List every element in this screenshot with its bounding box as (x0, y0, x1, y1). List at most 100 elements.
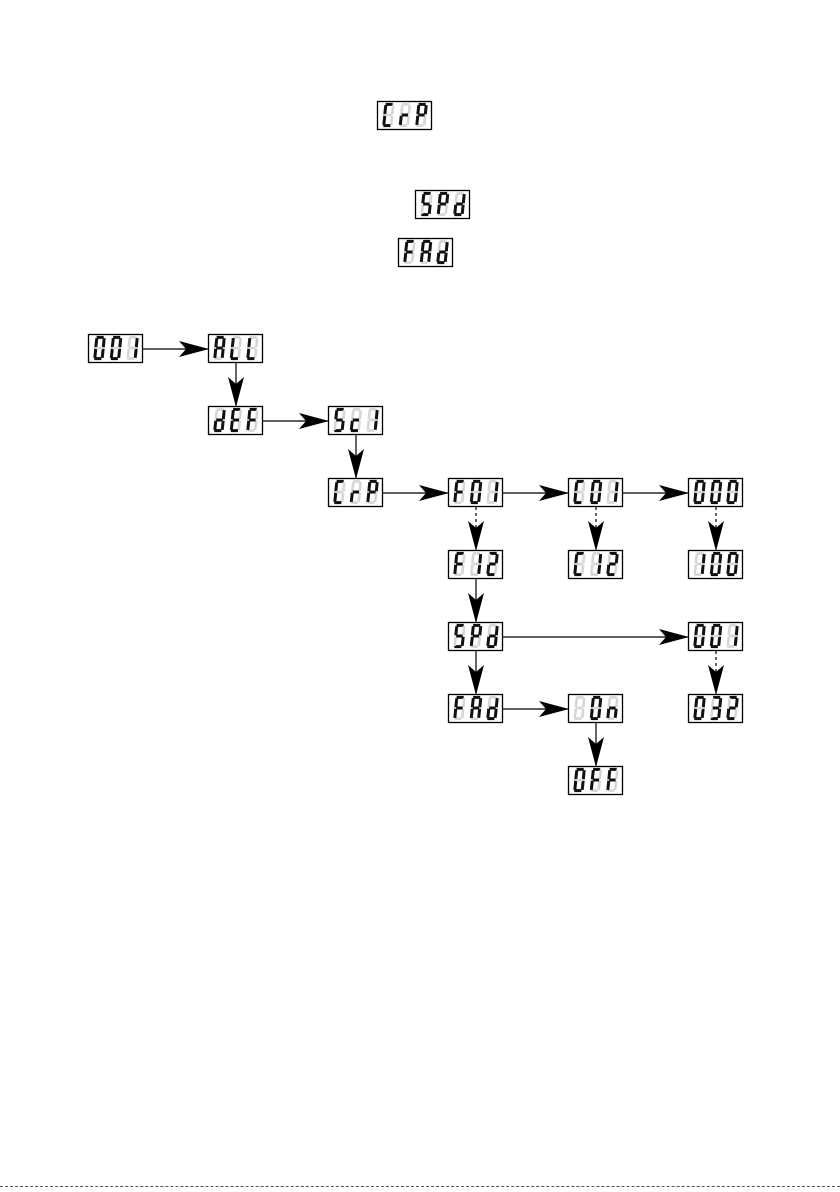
segment-f (249, 410, 250, 419)
segment-f (729, 626, 730, 635)
segment-c (735, 565, 736, 574)
segment-b (480, 626, 481, 635)
segment-b (120, 338, 121, 347)
segment-c (495, 709, 496, 718)
segment-e (608, 565, 609, 574)
segment-f (422, 242, 423, 251)
segment-f (696, 482, 697, 491)
segment-f (232, 338, 233, 347)
segment-b (360, 410, 361, 419)
segment-e (591, 493, 592, 502)
segment-c (342, 421, 343, 430)
segment-b (376, 410, 377, 419)
menu-node-ndef: dEF (209, 407, 263, 435)
menu-node-n032: 032 (689, 695, 743, 723)
segment-e (471, 709, 472, 718)
segment-b (136, 338, 137, 347)
segment-e (405, 253, 406, 262)
segment-c (462, 637, 463, 646)
segment-b (616, 554, 617, 563)
segment-c (342, 493, 343, 502)
menu-node-noff: OFF (569, 767, 623, 795)
segment-e (417, 116, 418, 125)
segment-f (439, 242, 440, 251)
segment-e (728, 637, 729, 646)
segment-b (360, 482, 361, 491)
segment-e (95, 349, 96, 358)
segment-e (711, 709, 712, 718)
segment-e (608, 493, 609, 502)
segment-f (489, 554, 490, 563)
segment-e (335, 493, 336, 502)
menu-node-nsc1: Sc1 (329, 407, 383, 435)
segment-f (112, 338, 113, 347)
segment-f (385, 105, 386, 114)
menu-node-nc12: C12 (569, 551, 623, 579)
segment-e (455, 493, 456, 502)
segment-b (496, 554, 497, 563)
segment-e (608, 709, 609, 718)
legend-display-crp: CrP (378, 102, 432, 130)
segment-c (615, 565, 616, 574)
segment-f (712, 626, 713, 635)
menu-node-n000: 000 (689, 479, 743, 507)
segment-f (729, 698, 730, 707)
segment-f (472, 698, 473, 707)
menu-node-n100: 100 (689, 551, 743, 579)
segment-e (575, 493, 576, 502)
segment-f (592, 770, 593, 779)
segment-f (576, 482, 577, 491)
segment-e (128, 349, 129, 358)
segment-f (729, 554, 730, 563)
segment-f (576, 554, 577, 563)
segment-e (711, 565, 712, 574)
segment-f (489, 698, 490, 707)
segment-c (222, 421, 223, 430)
segment-e (728, 493, 729, 502)
segment-f (216, 338, 217, 347)
segment-c (391, 116, 392, 125)
segment-e (455, 709, 456, 718)
menu-node-ncrp: CrP (329, 479, 383, 507)
segment-e (215, 349, 216, 358)
segment-f (592, 482, 593, 491)
segment-e (711, 493, 712, 502)
segment-e (695, 565, 696, 574)
segment-c (479, 637, 480, 646)
segment-f (472, 626, 473, 635)
segment-c (495, 565, 496, 574)
segment-c (408, 116, 409, 125)
segment-e (575, 565, 576, 574)
segment-c (446, 205, 447, 214)
segment-b (583, 698, 584, 707)
segment-b (496, 482, 497, 491)
segment-e (471, 565, 472, 574)
segment-b (392, 105, 393, 114)
segment-b (583, 554, 584, 563)
segment-b (223, 338, 224, 347)
segment-f (439, 194, 440, 203)
segment-c (255, 349, 256, 358)
segment-e (231, 349, 232, 358)
segment-c (582, 709, 583, 718)
segment-f (232, 410, 233, 419)
segment-f (609, 698, 610, 707)
legend-display-spd: SPd (416, 191, 470, 219)
segment-b (496, 698, 497, 707)
menu-node-nall: ALL (209, 335, 263, 363)
segment-e (368, 493, 369, 502)
segment-c (615, 781, 616, 790)
segment-b (496, 626, 497, 635)
segment-b (736, 482, 737, 491)
segment-e (695, 709, 696, 718)
segment-c (479, 709, 480, 718)
menu-node-non: On (569, 695, 623, 723)
segment-c (719, 493, 720, 502)
segment-c (719, 637, 720, 646)
segment-b (600, 482, 601, 491)
segment-c (412, 253, 413, 262)
segment-f (406, 242, 407, 251)
menu-node-n001a: 001 (89, 335, 143, 363)
segment-f (576, 770, 577, 779)
segment-e (368, 421, 369, 430)
